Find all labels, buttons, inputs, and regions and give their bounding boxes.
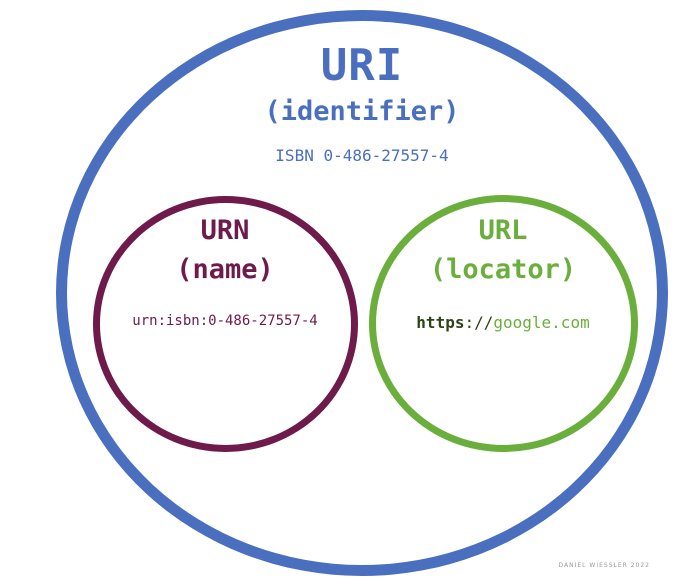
url-example-separator: :// [464, 313, 494, 332]
uri-example: ISBN 0-486-27557-4 [275, 146, 449, 165]
urn-title: URN [200, 215, 250, 246]
url-title: URL [478, 215, 528, 246]
uri-title: URI [320, 40, 404, 91]
urn-subtitle: (name) [176, 254, 274, 285]
urn-example: urn:isbn:0-486-27557-4 [132, 313, 318, 329]
uri-subtitle: (identifier) [264, 96, 460, 127]
url-example-scheme: https [416, 313, 465, 332]
credit-text: DANIEL WIESSLER 2022 [558, 562, 650, 569]
url-circle [369, 195, 638, 452]
uri-circle [56, 10, 668, 576]
url-example: https://google.com [383, 313, 623, 332]
url-subtitle: (locator) [429, 254, 577, 285]
urn-circle [93, 196, 358, 452]
url-example-host: google.com [493, 313, 590, 332]
